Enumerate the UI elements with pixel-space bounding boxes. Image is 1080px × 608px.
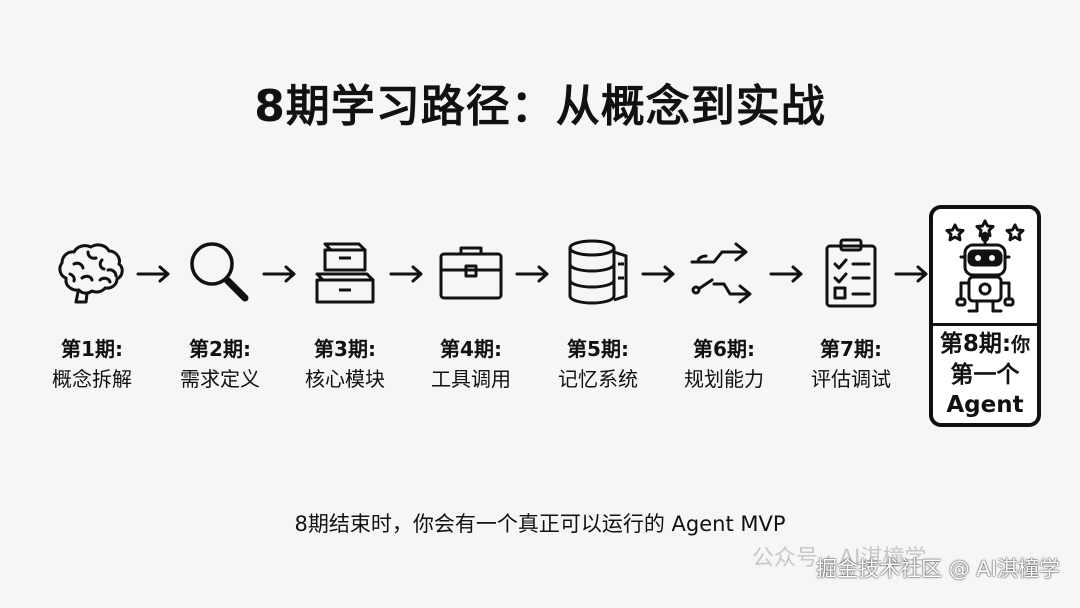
database-icon [568,239,628,305]
page-title: 8期学习路径：从概念到实战 [254,81,826,132]
watermark: 掘金技术社区 @ AI淇橦学 [816,557,1060,581]
watermark-ghost: 公众号 · AI淇橦学 [752,546,927,571]
step-3-label: 第3期: 核心模块 [285,334,405,394]
step-5-topic: 记忆系统 [558,367,638,391]
arrow-right-icon [262,265,296,283]
final-period-suffix: 你 [1011,334,1031,356]
robot-icon [945,219,1025,313]
arrow-right-icon [515,265,549,283]
step-4-period: 第4期: [440,337,502,361]
arrow-right-icon [641,265,675,283]
arrow-right-icon [389,265,423,283]
final-card-divider [933,323,1037,326]
step-6-period: 第6期: [693,337,755,361]
arrow-right-icon [136,265,170,283]
summary-caption: 8期结束时，你会有一个真正可以运行的 Agent MVP [294,512,786,536]
final-topic-line3: Agent [946,392,1024,418]
step-3-topic: 核心模块 [305,367,385,391]
brain-icon [58,243,124,304]
step-4-topic: 工具调用 [431,367,511,391]
magnifier-icon [190,242,249,302]
step-7-label: 第7期: 评估调试 [791,334,911,394]
step-6-topic: 规划能力 [684,367,764,391]
arrow-right-icon [894,265,928,283]
step-7-topic: 评估调试 [811,367,891,391]
step-1-period: 第1期: [61,337,123,361]
arrow-right-icon [769,265,803,283]
step-3-period: 第3期: [314,337,376,361]
checklist-icon [825,238,877,308]
step-2-topic: 需求定义 [180,367,260,391]
step-5-period: 第5期: [567,337,629,361]
step-5-label: 第5期: 记忆系统 [538,334,658,394]
step-2-label: 第2期: 需求定义 [160,334,280,394]
final-step-label: 第8期:你 第一个 Agent [933,329,1037,420]
step-6-label: 第6期: 规划能力 [664,334,784,394]
final-period: 第8期: [939,331,1012,357]
final-topic-line2: 第一个 [950,362,1020,388]
toolbox-icon [439,246,503,300]
final-step-card: 第8期:你 第一个 Agent [929,205,1041,427]
step-7-period: 第7期: [820,337,882,361]
step-1-label: 第1期: 概念拆解 [32,334,152,394]
route-arrows-icon [690,242,752,304]
stacked-boxes-icon [315,242,375,304]
step-1-topic: 概念拆解 [52,367,132,391]
step-4-label: 第4期: 工具调用 [411,334,531,394]
step-2-period: 第2期: [189,337,251,361]
